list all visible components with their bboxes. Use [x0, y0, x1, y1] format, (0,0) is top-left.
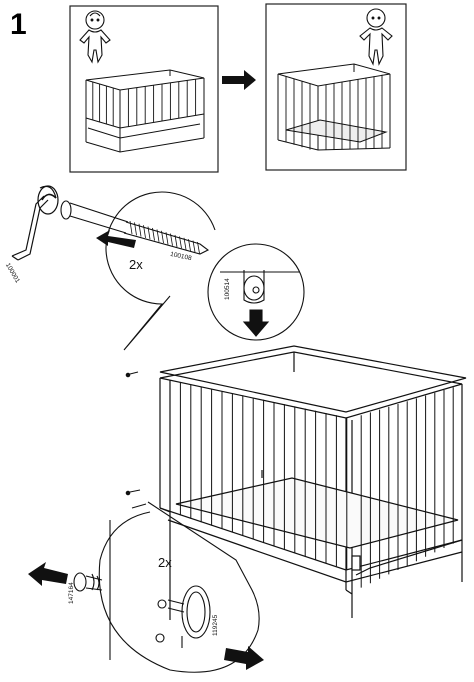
- bolt-quantity: 2x: [129, 257, 143, 272]
- part-number-side-peg: 119245: [212, 614, 219, 636]
- panel-before: [69, 5, 219, 173]
- part-number-dowel: 147164: [68, 582, 75, 604]
- peg-quantity: 2x: [158, 555, 172, 570]
- right-arrow-icon: [222, 70, 256, 90]
- hex-key-tool: [11, 185, 59, 261]
- right-arrow-icon: [224, 646, 264, 670]
- bolt-part: [60, 200, 210, 255]
- crib-large: [159, 345, 467, 620]
- baby-figure-icon: [79, 10, 111, 64]
- part-number-barrel-nut: 100514: [224, 278, 231, 300]
- crib-slat: [152, 227, 155, 241]
- detail-callout-peg: [98, 501, 260, 673]
- step-number: 1: [10, 8, 27, 41]
- crib-slat: [192, 240, 196, 253]
- crib-slat: [138, 223, 142, 237]
- crib-slat: [170, 233, 173, 246]
- crib-slat: [134, 222, 137, 236]
- detail-callout-nut: [207, 243, 305, 341]
- left-arrow-icon: [96, 230, 136, 248]
- crib-slat: [183, 237, 187, 250]
- left-arrow-icon: [28, 562, 68, 586]
- baby-figure-icon: [359, 8, 393, 66]
- crib-slat: [179, 236, 182, 249]
- panel-after: [265, 3, 407, 171]
- crib-slat: [161, 230, 164, 244]
- crib-small-high: [85, 69, 205, 153]
- crib-small-low: [277, 63, 391, 151]
- crib-slat: [188, 239, 191, 251]
- crib-slat: [143, 225, 146, 238]
- crib-slat: [129, 220, 133, 235]
- crib-slat: [174, 234, 178, 248]
- crib-slat: [156, 229, 160, 242]
- dowel-part: [73, 572, 103, 592]
- crib-slat: [165, 232, 169, 245]
- crib-slat: [197, 241, 200, 254]
- crib-slat: [147, 226, 151, 240]
- detail-callout-bolt: [105, 191, 216, 351]
